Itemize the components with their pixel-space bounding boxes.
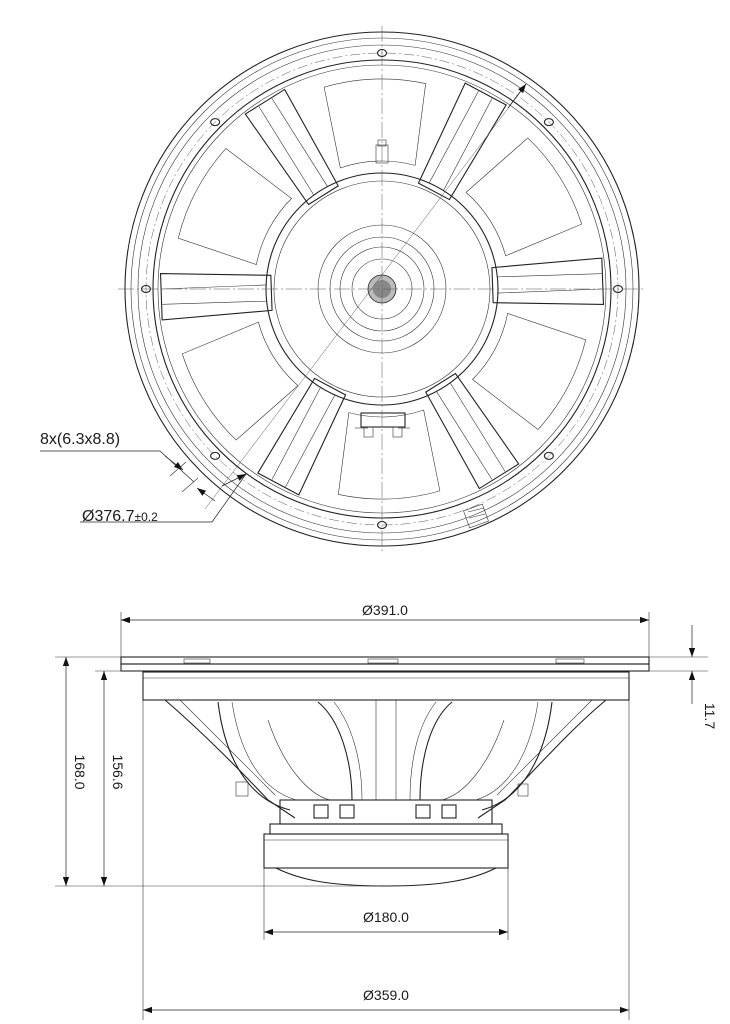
center-left-arm — [317, 701, 353, 801]
dim-156-label: 156.6 — [110, 754, 126, 789]
spoke-rib-b-5 — [161, 284, 267, 290]
bolt-circle-label: Ø376.7±0.2 — [82, 508, 158, 525]
motor-step — [269, 823, 503, 835]
diagonal-leader — [204, 85, 526, 510]
spoke-rib-2 — [497, 273, 602, 278]
right-arm-inner — [475, 701, 539, 801]
gasket-2 — [367, 658, 399, 664]
window-1 — [465, 137, 583, 257]
window-3 — [338, 409, 441, 500]
right-arm-outer — [481, 701, 553, 811]
terminal-block — [355, 412, 410, 438]
spoke-rib-b-4 — [271, 387, 321, 480]
bolt-circle-value: Ø376.7 — [82, 508, 135, 525]
window-2 — [472, 313, 587, 430]
spoke-rib-3 — [449, 382, 506, 472]
dim-11-7-label: 11.7 — [702, 703, 718, 729]
spoke-rib-6 — [258, 106, 315, 196]
basket-left-inner — [179, 699, 276, 796]
front-view: 8x(6.3x8.8) Ø376.7±0.2 — [40, 26, 646, 552]
center-right-arm-2 — [409, 701, 437, 801]
left-arm-outer — [217, 701, 291, 811]
center-right-arm — [419, 701, 453, 801]
cone-line-right — [441, 719, 505, 801]
dim-391-label: Ø391.0 — [362, 602, 408, 618]
vent-slot-4 — [441, 804, 457, 819]
vent-slot-2 — [339, 804, 355, 819]
bolt-circle-arrow-lower — [221, 473, 247, 487]
window-6 — [323, 78, 426, 169]
spoke-4 — [257, 377, 347, 496]
spoke-rib-4 — [285, 394, 336, 487]
hole-ext-2 — [181, 477, 199, 493]
motor-top-plate — [279, 799, 493, 825]
hole-callout-leader — [40, 450, 195, 483]
hole-arrow-2 — [196, 487, 216, 502]
dim-359-label: Ø359.0 — [363, 987, 409, 1003]
side-terminal — [235, 781, 249, 797]
mounting-hole-8 — [210, 118, 221, 127]
mounting-hole-2 — [543, 118, 554, 127]
basket-windows — [177, 78, 587, 500]
basket-spokes — [159, 82, 605, 496]
mounting-hole-6 — [210, 451, 221, 460]
bolt-circle-leader — [80, 473, 247, 523]
window-4 — [181, 321, 299, 441]
spoke-rib-b-1 — [443, 98, 493, 191]
center-left-arm-2 — [333, 701, 363, 801]
spoke-3 — [425, 372, 520, 490]
spoke-rib-b-2 — [497, 288, 603, 294]
vent-slot-3 — [415, 804, 431, 819]
flange-bottom — [120, 663, 650, 672]
spoke-6 — [244, 88, 339, 206]
dim-168-label: 168.0 — [72, 754, 88, 789]
side-tab — [517, 783, 529, 797]
spoke-1 — [417, 82, 507, 201]
top-tab — [375, 144, 389, 164]
magnet-body — [263, 833, 509, 869]
hole-ext-1 — [169, 461, 187, 477]
hole-callout-label: 8x(6.3x8.8) — [40, 431, 120, 448]
gasket-3 — [555, 658, 585, 664]
spoke-rib-b-6 — [271, 98, 328, 187]
spoke-rib-1 — [428, 91, 479, 184]
frame-band — [142, 671, 630, 701]
bolt-circle-tolerance: ±0.2 — [134, 510, 158, 524]
gasket-1 — [183, 658, 211, 664]
back-plate — [275, 867, 497, 887]
cone-line-left — [267, 719, 331, 801]
label-mark — [463, 503, 489, 529]
basket-right-inner — [496, 699, 593, 796]
spoke-5 — [159, 272, 273, 321]
bolt-circle-arrow-upper — [507, 83, 527, 109]
vent-slot-1 — [313, 804, 329, 819]
spoke-rib-b-3 — [436, 391, 493, 480]
left-arm-inner — [231, 701, 297, 801]
mounting-hole-4 — [543, 451, 554, 460]
dim-180-label: Ø180.0 — [363, 909, 409, 925]
hole-arrow-1 — [164, 455, 184, 471]
window-5 — [177, 148, 292, 265]
basket-left-outline — [164, 699, 296, 819]
basket-right-outline — [477, 699, 607, 819]
spoke-rib-5 — [162, 300, 267, 305]
spoke-2 — [491, 257, 605, 306]
side-view: Ø391.0 11.7 168.0 156.6 Ø180.0 Ø359.0 — [55, 602, 718, 1020]
